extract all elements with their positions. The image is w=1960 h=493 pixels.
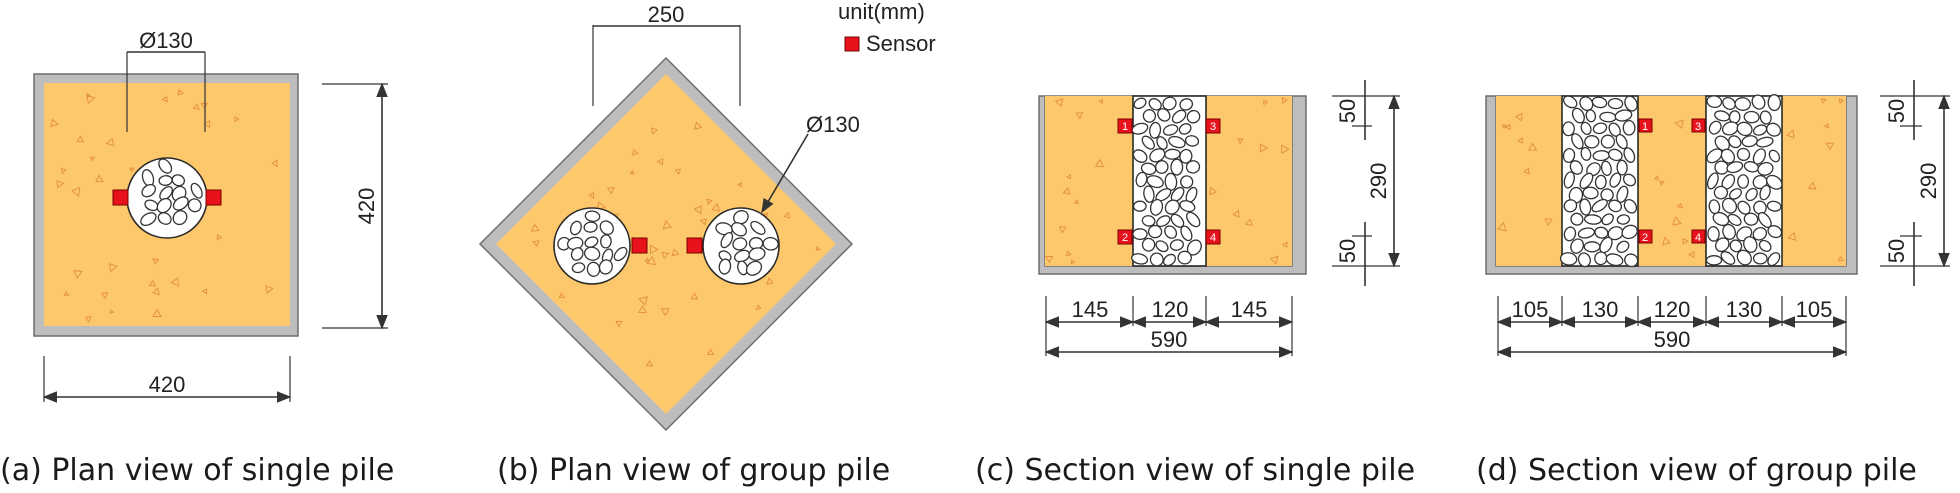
bottom-offset-label: 50 bbox=[1335, 239, 1360, 263]
total-width-label: 590 bbox=[1654, 327, 1691, 352]
segment-label: 120 bbox=[1654, 297, 1691, 322]
gravel-stones bbox=[1131, 96, 1202, 267]
segment-label: 105 bbox=[1796, 297, 1833, 322]
depth-label: 290 bbox=[1366, 163, 1391, 200]
sensor-3: 3 bbox=[1205, 118, 1221, 134]
svg-text:2: 2 bbox=[1642, 232, 1648, 244]
caption-d: (d) Section view of group pile bbox=[1476, 453, 1917, 488]
sand-texture bbox=[1209, 97, 1290, 265]
sensor-marker bbox=[112, 189, 129, 206]
spacing-label: 250 bbox=[648, 2, 685, 27]
total-width-label: 590 bbox=[1151, 327, 1188, 352]
sand-texture bbox=[1045, 98, 1105, 265]
bottom-offset-label: 50 bbox=[1884, 239, 1909, 263]
gravel-stones bbox=[1559, 95, 1639, 268]
caption-b: (b) Plan view of group pile bbox=[497, 453, 890, 488]
sensor-4: 4 bbox=[1691, 229, 1706, 244]
diameter-label: Ø130 bbox=[139, 28, 193, 53]
panel-b-plan-group-pile: 250 Ø130 (b) Plan view of group pile bbox=[478, 2, 890, 488]
legend-sensor-label: Sensor bbox=[866, 31, 936, 56]
sensor-2: 2 bbox=[1638, 229, 1653, 244]
diameter-leader bbox=[761, 133, 809, 214]
svg-text:2: 2 bbox=[1122, 232, 1128, 244]
segment-label: 145 bbox=[1231, 297, 1268, 322]
unit-label: unit(mm) bbox=[838, 0, 925, 24]
segment-label: 105 bbox=[1512, 297, 1549, 322]
panel-a-plan-single-pile: Ø130 420 420 (a) Plan view of single pil… bbox=[0, 28, 394, 488]
sensor-2: 2 bbox=[1117, 229, 1133, 245]
panel-c-section-single-pile: 1 2 3 4 50 50 290 145 bbox=[975, 80, 1415, 488]
gravel-stones bbox=[557, 210, 628, 277]
gravel-stones bbox=[715, 210, 779, 276]
legend-sensor-swatch bbox=[844, 36, 860, 52]
height-label: 420 bbox=[354, 188, 379, 225]
top-offset-label: 50 bbox=[1335, 99, 1360, 123]
sensor-3: 3 bbox=[1691, 118, 1706, 133]
sensor-marker bbox=[686, 237, 703, 254]
sand-texture bbox=[1653, 119, 1695, 259]
segment-label: 130 bbox=[1582, 297, 1619, 322]
top-offset-label: 50 bbox=[1884, 99, 1909, 123]
sensor-marker bbox=[205, 189, 222, 206]
diameter-label: Ø130 bbox=[806, 112, 860, 137]
svg-text:4: 4 bbox=[1695, 232, 1701, 244]
sensor-marker bbox=[631, 237, 648, 254]
svg-text:1: 1 bbox=[1642, 121, 1648, 133]
segment-label: 145 bbox=[1072, 297, 1109, 322]
gravel-stones bbox=[1705, 94, 1783, 267]
caption-a: (a) Plan view of single pile bbox=[0, 453, 394, 488]
svg-text:1: 1 bbox=[1122, 121, 1128, 133]
svg-text:3: 3 bbox=[1210, 121, 1216, 133]
caption-c: (c) Section view of single pile bbox=[975, 453, 1415, 488]
gravel-stones bbox=[140, 158, 203, 227]
sensor-1: 1 bbox=[1117, 118, 1133, 134]
svg-text:3: 3 bbox=[1695, 121, 1701, 133]
sensor-4: 4 bbox=[1205, 229, 1221, 245]
sand-fill bbox=[496, 74, 836, 414]
panel-d-section-group-pile: 1 2 3 4 50 50 290 bbox=[1476, 80, 1950, 488]
sensor-1: 1 bbox=[1638, 118, 1653, 133]
legend: unit(mm) Sensor bbox=[838, 0, 936, 56]
svg-text:4: 4 bbox=[1210, 232, 1216, 244]
sand-texture bbox=[1786, 98, 1845, 262]
segment-label: 130 bbox=[1726, 297, 1763, 322]
sand-right bbox=[1782, 96, 1846, 266]
sand-left bbox=[1496, 96, 1562, 266]
sand-texture bbox=[1496, 112, 1553, 232]
depth-label: 290 bbox=[1916, 163, 1941, 200]
segment-label: 120 bbox=[1152, 297, 1189, 322]
width-label: 420 bbox=[149, 372, 186, 397]
